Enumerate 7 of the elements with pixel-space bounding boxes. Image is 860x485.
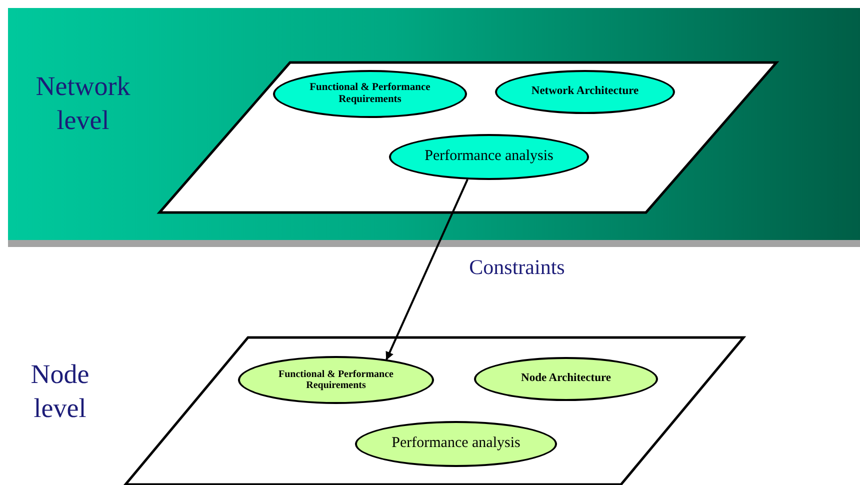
connector-label: Constraints xyxy=(468,254,566,280)
level-plane xyxy=(158,61,778,214)
level-title: Network level xyxy=(34,70,132,137)
level-plane xyxy=(124,336,745,485)
level-title: Node level xyxy=(30,358,90,425)
level-band xyxy=(8,8,860,240)
arrow xyxy=(386,179,468,360)
